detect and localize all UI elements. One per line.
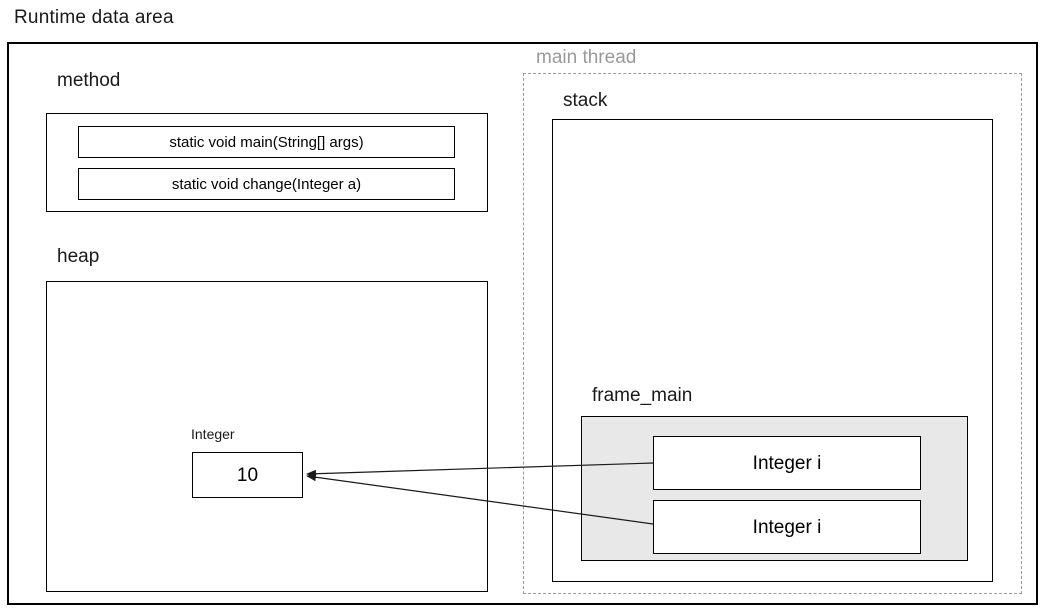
heap-area-label: heap bbox=[57, 246, 100, 267]
stack-label: stack bbox=[563, 90, 608, 111]
method-area-label: method bbox=[57, 70, 121, 91]
heap-area-box bbox=[46, 281, 488, 592]
frame-main-label: frame_main bbox=[592, 385, 693, 406]
method-entry-main[interactable]: static void main(String[] args) bbox=[78, 126, 455, 158]
runtime-data-area-frame bbox=[7, 42, 1038, 605]
method-area-box bbox=[46, 113, 488, 212]
stack-box bbox=[552, 119, 993, 582]
method-entry-change[interactable]: static void change(Integer a) bbox=[78, 168, 455, 200]
main-thread-box bbox=[523, 73, 1022, 594]
main-thread-label: main thread bbox=[536, 47, 637, 68]
heap-object-value-box[interactable]: 10 bbox=[192, 452, 303, 498]
heap-object-type-label: Integer bbox=[191, 426, 235, 442]
frame-slot-integer-i-1[interactable]: Integer i bbox=[653, 500, 921, 554]
frame-slot-integer-i-0[interactable]: Integer i bbox=[653, 436, 921, 490]
page-title: Runtime data area bbox=[14, 7, 174, 28]
